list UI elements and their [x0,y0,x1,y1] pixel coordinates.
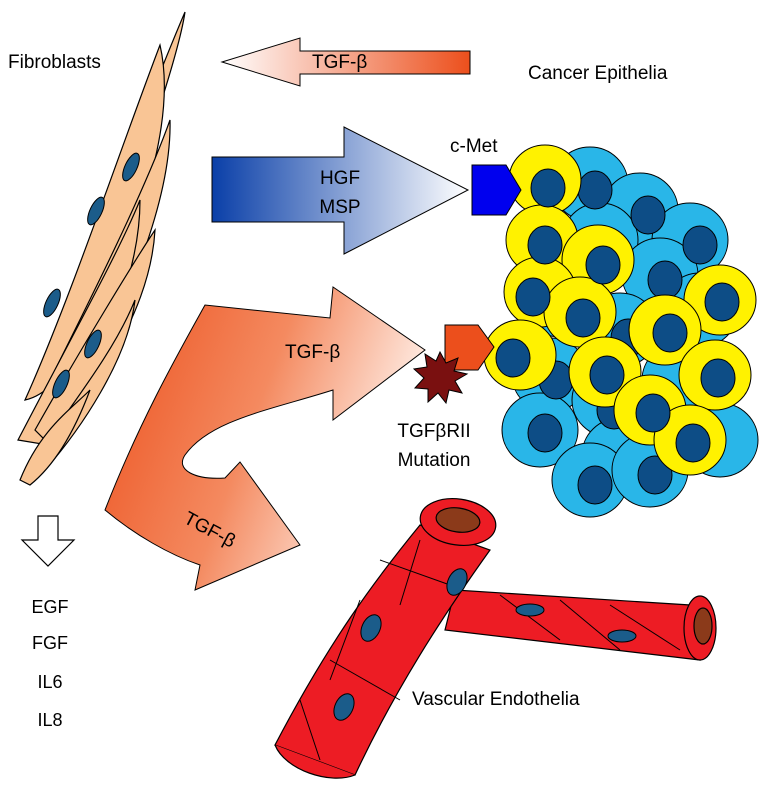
c-met-label: c-Met [450,136,498,157]
tgfbrii-label: TGFβRII [397,421,471,442]
vascular-endothelia-label: Vascular Endothelia [412,689,580,710]
tgf-beta-top-label: TGF-β [312,52,368,73]
growth-factor-fgf: FGF [32,633,68,653]
cancer-epithelia-cluster [483,144,759,518]
fibroblast-nuclei [43,152,140,399]
growth-factor-arrow [20,515,76,567]
tgf-curved-arrow [104,286,426,591]
fibroblasts-label: Fibroblasts [8,52,101,73]
cancer-epithelia-label: Cancer Epithelia [528,63,668,84]
mutation-star-icon [412,350,469,405]
c-met-receptor [471,164,522,216]
vessel-cell-borders [299,539,681,761]
hgf-msp-arrow [211,126,470,255]
msp-label: MSP [319,197,361,218]
vessel-nuclei [333,568,637,721]
hgf-label: HGF [319,168,361,189]
tgf-arrow-top [220,37,471,87]
tgf-beta-middle-label: TGF-β [285,342,341,363]
growth-factor-egf: EGF [31,597,69,617]
growth-factor-il6: IL6 [37,672,63,692]
blood-vessels [274,498,717,779]
mutation-label: Mutation [397,450,471,471]
growth-factor-il8: IL8 [37,710,63,730]
